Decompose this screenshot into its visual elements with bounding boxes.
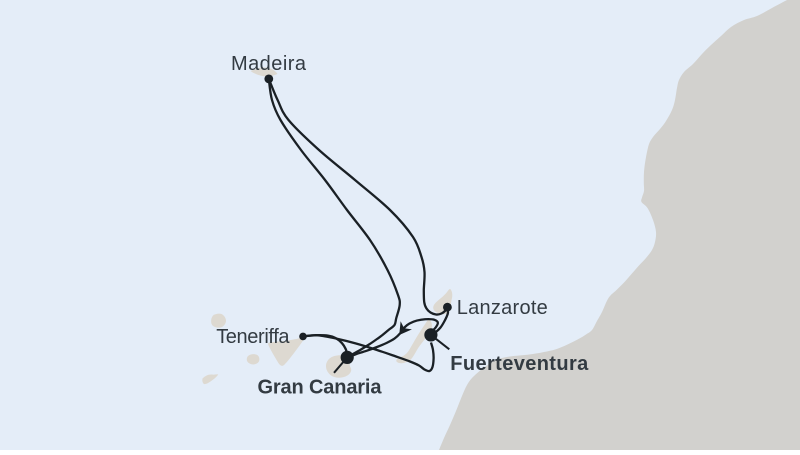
- svg-text:Gran Canaria: Gran Canaria: [258, 377, 383, 399]
- svg-text:Madeira: Madeira: [231, 53, 307, 75]
- svg-text:Fuerteventura: Fuerteventura: [450, 353, 589, 375]
- svg-text:Lanzarote: Lanzarote: [457, 297, 548, 319]
- svg-text:Teneriffa: Teneriffa: [216, 326, 290, 348]
